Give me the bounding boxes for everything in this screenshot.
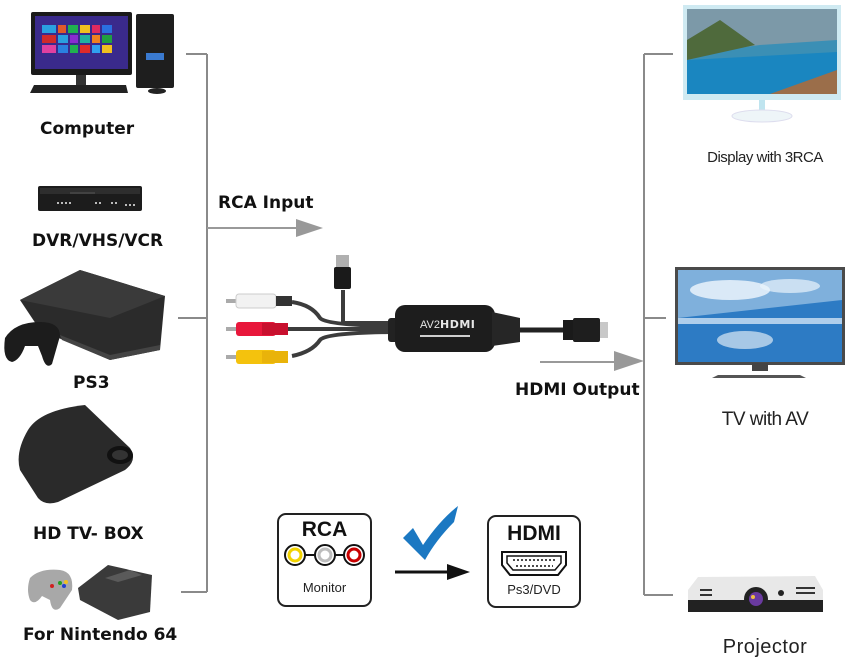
rca-input-arrow — [207, 219, 323, 237]
converter-prefix: AV2 — [420, 319, 440, 331]
hdmi-box-subtitle: Ps3/DVD — [507, 582, 561, 597]
rca-plug-red — [226, 322, 288, 336]
converter-brand-label: AV2HDMI — [420, 318, 475, 331]
converter-hdmi-logo: HDMI — [439, 318, 476, 331]
source-label-computer: Computer — [40, 119, 135, 139]
rca-jack-yellow — [284, 544, 306, 566]
usb-plug — [336, 255, 349, 267]
rca-box-title: RCA — [301, 518, 348, 541]
rca-input-label: RCA Input — [218, 193, 314, 213]
rca-jack-white — [314, 544, 336, 566]
rca-plug-white — [226, 293, 292, 309]
source-label-dvr: DVR/VHS/VCR — [32, 231, 164, 251]
hdmi-box-title: HDMI — [507, 522, 561, 545]
output-label-display: Display with 3RCA — [707, 149, 823, 166]
dvd-recorder-icon — [38, 186, 142, 211]
left-bracket — [178, 53, 208, 593]
ps3-console-icon — [4, 270, 165, 366]
output-label-tv: TV with AV — [721, 409, 809, 430]
n64-console-icon — [28, 565, 152, 620]
source-label-tv-box: HD TV- BOX — [33, 524, 144, 544]
rca-box-subtitle: Monitor — [302, 580, 347, 595]
output-label-projector: Projector — [722, 636, 808, 658]
monitor-icon — [683, 5, 841, 123]
checkmark-icon — [403, 506, 458, 560]
rca-legend-box — [277, 513, 372, 607]
conversion-arrow — [395, 564, 470, 580]
av2hdmi-converter — [226, 255, 608, 364]
rca-plug-yellow — [226, 350, 288, 364]
hdmi-output-arrow — [540, 351, 644, 371]
hdmi-plug-tip — [600, 322, 608, 338]
computer-icon — [30, 12, 174, 94]
tv-icon — [675, 267, 845, 378]
hdmi-legend-box — [487, 515, 581, 608]
hdmi-output-label: HDMI Output — [515, 380, 640, 400]
projector-icon — [688, 576, 823, 612]
right-bracket — [643, 53, 673, 596]
source-label-n64: For Nintendo 64 — [23, 625, 178, 645]
tv-box-icon — [18, 405, 134, 504]
rca-jack-red — [343, 544, 365, 566]
source-label-ps3: PS3 — [73, 373, 110, 393]
